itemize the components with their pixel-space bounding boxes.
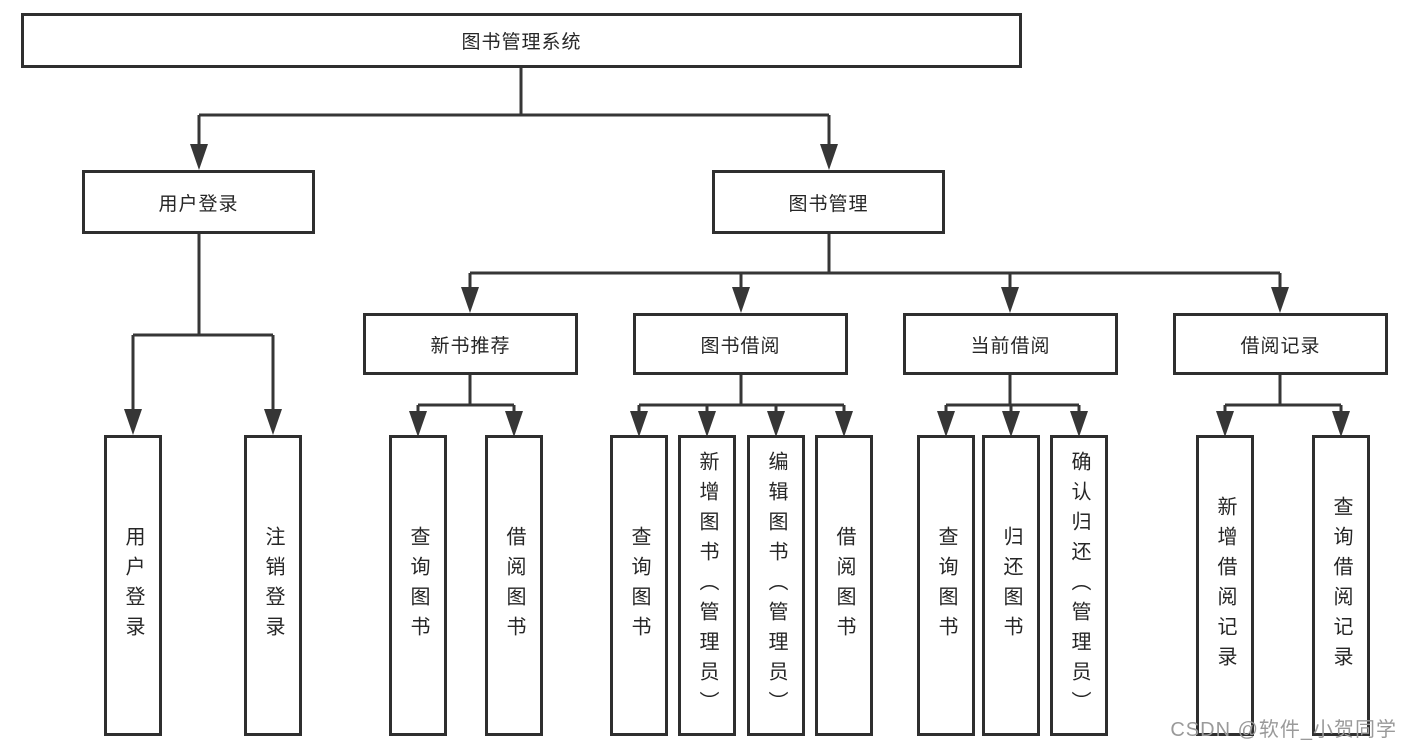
node-book-borrowing: 图书借阅 bbox=[633, 313, 848, 375]
node-book-management: 图书管理 bbox=[712, 170, 945, 234]
node-book-management-label: 图书管理 bbox=[788, 193, 869, 215]
node-current-borrowing: 当前借阅 bbox=[903, 313, 1118, 375]
node-search-books-borrowing: 查询图书 bbox=[610, 435, 668, 736]
node-confirm-return-admin: 确认归还（管理员） bbox=[1050, 435, 1108, 736]
node-add-borrow-record: 新增借阅记录 bbox=[1196, 435, 1254, 736]
node-borrowing-records: 借阅记录 bbox=[1173, 313, 1388, 375]
node-user-login-label: 用户登录 bbox=[158, 193, 239, 215]
node-add-borrow-record-label: 新增借阅记录 bbox=[1214, 495, 1236, 676]
node-search-books-recommend-label: 查询图书 bbox=[407, 525, 429, 646]
node-borrow-books-recommend-label: 借阅图书 bbox=[503, 525, 525, 646]
node-borrow-books-borrowing: 借阅图书 bbox=[815, 435, 873, 736]
node-search-books-borrowing-label: 查询图书 bbox=[628, 525, 650, 646]
node-borrow-books-recommend: 借阅图书 bbox=[485, 435, 543, 736]
node-root-label: 图书管理系统 bbox=[461, 32, 582, 53]
node-new-book-recommend: 新书推荐 bbox=[363, 313, 578, 375]
node-logout-action: 注销登录 bbox=[244, 435, 302, 736]
node-add-books-admin: 新增图书（管理员） bbox=[678, 435, 736, 736]
node-new-book-recommend-label: 新书推荐 bbox=[430, 335, 511, 357]
node-user-login: 用户登录 bbox=[82, 170, 315, 234]
node-logout-action-label: 注销登录 bbox=[262, 525, 284, 646]
csdn-watermark: CSDN @软件_小贺同学 bbox=[1170, 719, 1397, 741]
node-return-books-label: 归还图书 bbox=[1000, 525, 1022, 646]
node-user-login-action-label: 用户登录 bbox=[122, 525, 144, 646]
node-search-borrow-record: 查询借阅记录 bbox=[1312, 435, 1370, 736]
node-borrowing-records-label: 借阅记录 bbox=[1240, 335, 1321, 357]
node-return-books: 归还图书 bbox=[982, 435, 1040, 736]
node-user-login-action: 用户登录 bbox=[104, 435, 162, 736]
node-search-books-current: 查询图书 bbox=[917, 435, 975, 736]
node-current-borrowing-label: 当前借阅 bbox=[970, 335, 1051, 357]
node-edit-books-admin-label: 编辑图书（管理员） bbox=[765, 450, 787, 721]
node-confirm-return-admin-label: 确认归还（管理员） bbox=[1068, 450, 1090, 721]
node-book-borrowing-label: 图书借阅 bbox=[700, 335, 781, 357]
node-root: 图书管理系统 bbox=[21, 13, 1022, 68]
node-search-books-recommend: 查询图书 bbox=[389, 435, 447, 736]
node-search-books-current-label: 查询图书 bbox=[935, 525, 957, 646]
node-search-borrow-record-label: 查询借阅记录 bbox=[1330, 495, 1352, 676]
node-edit-books-admin: 编辑图书（管理员） bbox=[747, 435, 805, 736]
node-add-books-admin-label: 新增图书（管理员） bbox=[696, 450, 718, 721]
node-borrow-books-borrowing-label: 借阅图书 bbox=[833, 525, 855, 646]
